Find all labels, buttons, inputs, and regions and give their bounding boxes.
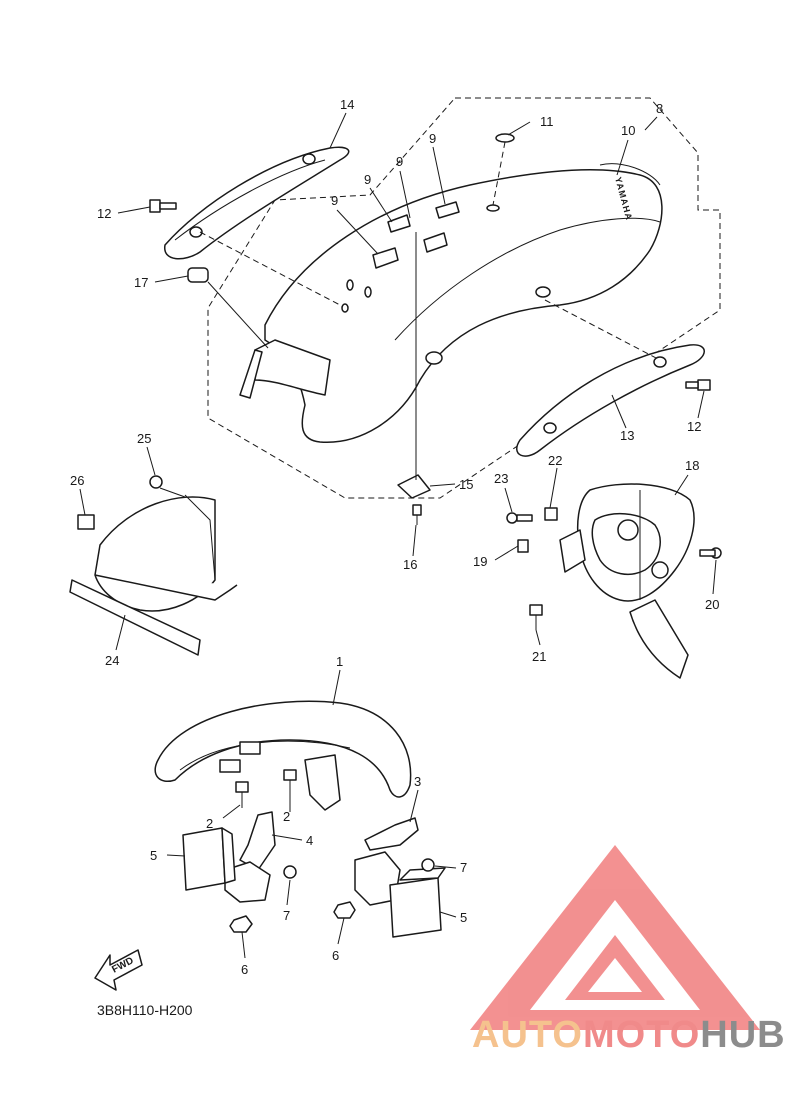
front-fender [154, 700, 412, 798]
callout-9-c: 9 [396, 154, 403, 169]
bolt-21 [529, 604, 543, 630]
callout-20: 20 [705, 597, 719, 612]
diagram-code: 3B8H110-H200 [97, 1002, 193, 1018]
callout-7-left: 7 [283, 908, 290, 923]
callout-12-left: 12 [97, 206, 111, 221]
callout-23: 23 [494, 471, 508, 486]
decal-9b [387, 214, 411, 233]
callout-3: 3 [414, 774, 421, 789]
nut-19 [517, 539, 529, 553]
bolt-12-right [685, 379, 711, 391]
callout-9-b: 9 [364, 172, 371, 187]
callout-18: 18 [685, 458, 699, 473]
mud-flap [69, 494, 238, 656]
callout-25: 25 [137, 431, 151, 446]
wordmark-moto: MOTO [582, 1014, 701, 1056]
decal-9d [435, 201, 460, 219]
clip-15 [397, 232, 431, 499]
callout-1: 1 [336, 654, 343, 669]
nut-7-left [283, 865, 297, 879]
nut-6-left [229, 915, 253, 933]
callout-10: 10 [621, 123, 635, 138]
fender-stay-right [304, 754, 401, 906]
callout-13: 13 [620, 428, 634, 443]
callout-2-right: 2 [283, 809, 290, 824]
wordmark-auto: AUTO [472, 1014, 583, 1056]
screw-25 [149, 475, 186, 498]
automotohub-logo [470, 845, 760, 1030]
fwd-arrow-icon: FWD [94, 949, 143, 991]
callout-16: 16 [403, 557, 417, 572]
bolt-12-left [149, 199, 177, 213]
callout-6-right: 6 [332, 948, 339, 963]
bracket-22 [544, 507, 558, 521]
nut-6-right [333, 901, 356, 919]
callout-9-a: 9 [331, 193, 338, 208]
nut-7-right [421, 858, 435, 872]
bolt-2-left [235, 781, 249, 808]
bracket-4 [239, 811, 276, 871]
reflector-5-right [389, 867, 446, 938]
callout-2-left: 2 [206, 816, 213, 831]
callout-5-right: 5 [460, 910, 467, 925]
callout-6-left: 6 [241, 962, 248, 977]
callout-26: 26 [70, 473, 84, 488]
callout-22: 22 [548, 453, 562, 468]
callout-24: 24 [105, 653, 119, 668]
clip-26 [77, 514, 95, 530]
screw-23 [506, 512, 533, 524]
decal-9c [423, 232, 448, 253]
rear-fender: YAMAHA [239, 133, 663, 443]
screw-20 [699, 547, 722, 559]
taillight-assembly [517, 483, 695, 679]
callout-14: 14 [340, 97, 354, 112]
callout-4: 4 [306, 833, 313, 848]
screw-16 [412, 504, 422, 525]
callout-21: 21 [532, 649, 546, 664]
callout-7-right: 7 [460, 860, 467, 875]
side-cover-left [164, 146, 350, 306]
callout-15: 15 [459, 477, 473, 492]
callout-12-right: 12 [687, 419, 701, 434]
callout-11: 11 [540, 114, 554, 129]
callout-5-left: 5 [150, 848, 157, 863]
grommet-17 [187, 267, 269, 349]
callout-17: 17 [134, 275, 148, 290]
automotohub-wordmark: AUTOMOTOHUB [472, 1014, 786, 1057]
grommet-11 [495, 133, 515, 143]
callout-19: 19 [473, 554, 487, 569]
callout-9-d: 9 [429, 131, 436, 146]
decal-9a [372, 247, 399, 269]
fender-stay-left [224, 861, 271, 903]
side-cover-right [516, 299, 705, 457]
reflector-5-left [182, 827, 236, 891]
bracket-3 [364, 817, 419, 851]
wordmark-hub: HUB [700, 1014, 786, 1056]
callout-labels: 14 8 10 11 9 9 9 9 12 17 12 13 15 16 18 … [70, 97, 719, 977]
callout-8: 8 [656, 101, 663, 116]
leader-lines [79, 112, 717, 959]
